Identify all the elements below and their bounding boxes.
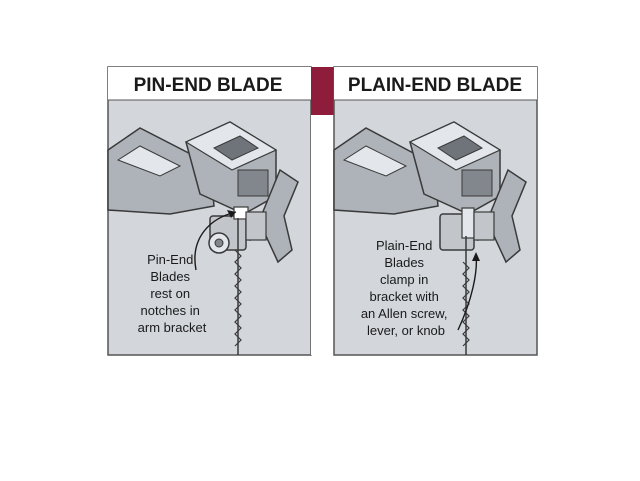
pin-end-pointer-arrow (194, 211, 237, 271)
pin-end-panel: PIN-END BLADE Pin-End Blades rest on not… (107, 66, 312, 356)
pin-end-title-bar (108, 67, 311, 100)
plain-end-title-bar (334, 67, 537, 100)
plain-end-panel: PLAIN-END BLADE Plain-End Blades clamp i… (333, 66, 538, 356)
plain-end-title: PLAIN-END BLADE (348, 75, 522, 96)
plain-end-clamp-jaw (461, 207, 475, 239)
accent-strip (311, 67, 334, 115)
pin-end-title: PIN-END BLADE (134, 75, 283, 96)
pin-end-caption: Pin-End Blades rest on notches in arm br… (138, 252, 207, 335)
plain-end-caption: Plain-End Blades clamp in bracket with a… (361, 238, 451, 338)
